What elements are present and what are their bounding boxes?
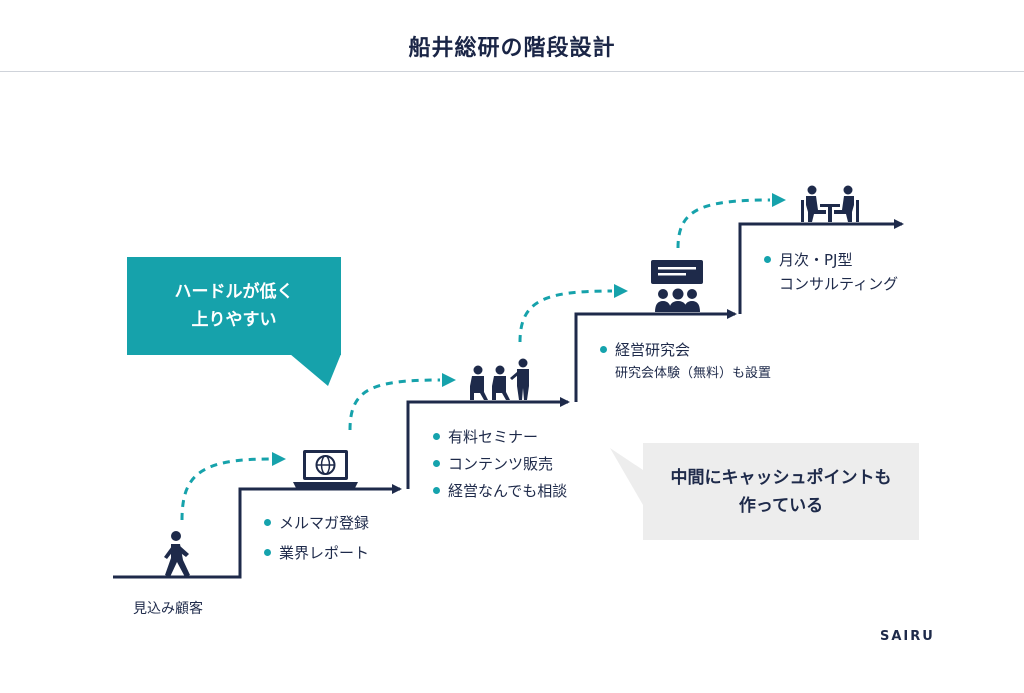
seminar-audience-icon bbox=[470, 358, 529, 400]
list-item: メルマガ登録 bbox=[264, 511, 369, 535]
bullet-icon bbox=[600, 346, 607, 353]
step3-items: 経営研究会 研究会体験（無料）も設置 bbox=[600, 338, 771, 386]
bullet-icon bbox=[264, 549, 271, 556]
laptop-globe-icon bbox=[293, 450, 358, 488]
meeting-group-icon bbox=[651, 260, 703, 312]
step1-items: メルマガ登録 業界レポート bbox=[264, 511, 369, 565]
list-item: 経営研究会 bbox=[600, 338, 771, 362]
list-item: 経営なんでも相談 bbox=[433, 479, 567, 503]
step2-items: 有料セミナー コンテンツ販売 経営なんでも相談 bbox=[433, 425, 567, 503]
callout-low-hurdle: ハードルが低く 上りやすい bbox=[127, 257, 341, 355]
callout-line: 作っている bbox=[738, 495, 824, 516]
staircase-line bbox=[113, 219, 904, 579]
list-item: 有料セミナー bbox=[433, 425, 567, 449]
brand-logo: SAIRU bbox=[880, 629, 935, 644]
bullet-icon bbox=[264, 519, 271, 526]
page-title: 船井総研の階段設計 bbox=[408, 36, 616, 61]
callout-line: 中間にキャッシュポイントも bbox=[670, 467, 892, 488]
progress-arrowheads bbox=[272, 193, 786, 466]
list-item: 月次・PJ型 bbox=[764, 248, 898, 272]
list-item: 業界レポート bbox=[264, 541, 369, 565]
title-divider bbox=[0, 71, 1024, 72]
bullet-icon bbox=[433, 460, 440, 467]
walking-person-icon bbox=[164, 531, 190, 577]
bullet-icon bbox=[433, 487, 440, 494]
callout-line: 上りやすい bbox=[191, 310, 277, 330]
progress-arrows bbox=[180, 198, 771, 521]
consultation-table-icon bbox=[801, 185, 859, 222]
list-item: コンテンツ販売 bbox=[433, 452, 567, 476]
callout-tail-gray bbox=[610, 448, 643, 505]
bullet-icon bbox=[764, 256, 771, 263]
list-item-sub: 研究会体験（無料）も設置 bbox=[615, 366, 772, 381]
prospect-label: 見込み顧客 bbox=[133, 601, 203, 617]
callout-tail-teal bbox=[290, 354, 341, 386]
step4-items: 月次・PJ型 コンサルティング bbox=[764, 248, 898, 296]
bullet-icon bbox=[433, 433, 440, 440]
list-item-continued: コンサルティング bbox=[779, 275, 899, 293]
callout-line: ハードルが低く bbox=[174, 282, 294, 302]
callout-cash-point: 中間にキャッシュポイントも 作っている bbox=[643, 443, 919, 540]
